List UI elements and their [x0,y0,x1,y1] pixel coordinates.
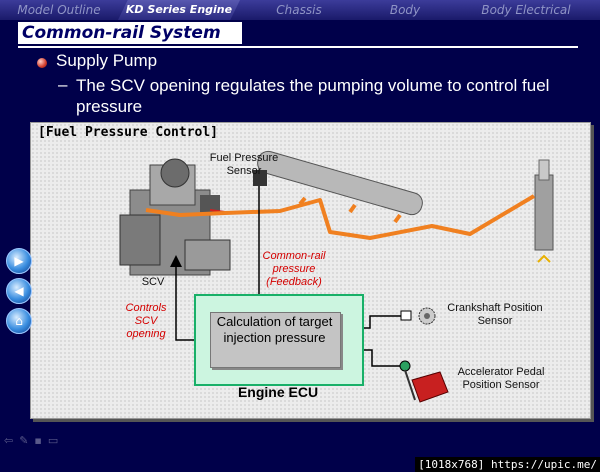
fuel-line [145,194,536,240]
injector-image [534,159,554,263]
bullet-icon [37,58,47,68]
tab-body[interactable]: Body [389,3,421,17]
next-arrow-icon[interactable]: ▶ [6,248,32,274]
common-rail-feedback-label: Common-rail pressure (Feedback) [262,250,326,288]
common-rail-image [253,150,423,216]
bullet-supply-pump: Supply Pump [56,51,158,70]
accelerator-sensor-label: Accelerator Pedal Position Sensor [457,366,545,391]
page-title: Common-rail System [22,23,221,43]
top-nav: Model Outline KD Series Engine Chassis B… [0,0,600,20]
crankshaft-sensor-label: Crankshaft Position Sensor [447,302,543,327]
title-background [18,22,242,44]
tab-kd-series-engine[interactable]: KD Series Engine [118,0,240,20]
tab-model-outline[interactable]: Model Outline [17,3,101,17]
calculation-box [210,312,341,368]
home-icon[interactable]: ⌂ [6,308,32,334]
supply-pump-image [119,158,231,276]
controls-scv-label: Controls SCV opening [125,302,167,340]
prev-arrow-icon[interactable]: ◀ [6,278,32,304]
tab-body-electrical[interactable]: Body Electrical [481,3,571,17]
sub-bullet-dash: – [58,75,68,94]
scv-label: SCV [141,276,165,288]
diagram-title: [Fuel Pressure Control] [38,125,219,140]
accelerator-pedal-icon [399,360,449,403]
fuel-pressure-sensor-label: Fuel Pressure Sensor [209,152,279,177]
title-underline [18,46,578,48]
bottom-toolbar-icons[interactable]: ⇦✎▪▭ [4,434,65,447]
footer-watermark: [1018x768] https://upic.me/ [415,457,600,472]
sub-bullet-text: The SCV opening regulates the pumping vo… [76,76,550,116]
calculation-label: Calculation of target injection pressure [216,314,333,345]
crankshaft-sensor-icon [400,307,436,325]
engine-ecu-label: Engine ECU [237,384,319,400]
tab-chassis[interactable]: Chassis [276,3,322,17]
